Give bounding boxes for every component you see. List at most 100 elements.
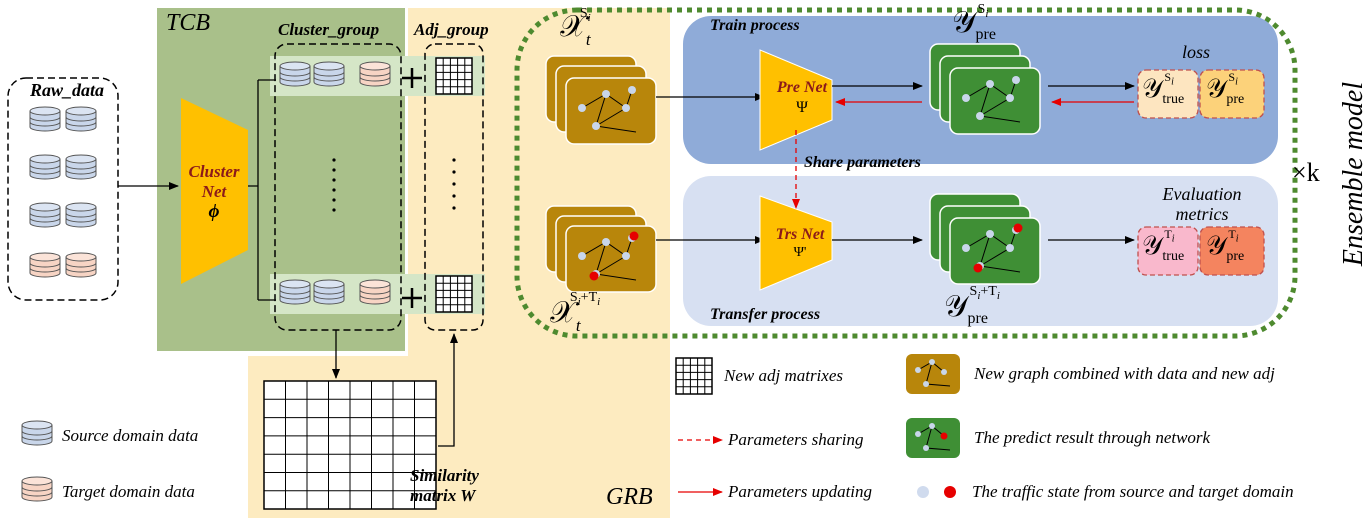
trs-net-symbol: Ψ' (793, 245, 807, 260)
similarity-matrix (263, 380, 437, 510)
source-prediction-stack (929, 43, 1041, 135)
x-source-symbol: 𝒳 (560, 10, 586, 43)
adj-group-title: Adj_group (414, 20, 489, 39)
cluster-group-title: Cluster_group (278, 20, 380, 39)
legend-grid-icon (675, 357, 713, 395)
y-pre-target-sup-ti: i (996, 289, 1000, 302)
source-graph-stack (545, 55, 657, 145)
raw-data-box (7, 77, 119, 301)
x-source-sup: S (579, 6, 588, 21)
cluster-net-label: Cluster Net ϕ (180, 162, 248, 222)
legend-source-text: Source domain data (62, 426, 199, 445)
raw-data-title: Raw_data (30, 80, 105, 100)
pre-net-shape (759, 49, 833, 151)
cluster-net-symbol: ϕ (208, 201, 220, 222)
eval-pre-box (1199, 226, 1265, 276)
y-pre-target-sup: S (969, 284, 978, 299)
ensemble-boundary (514, 7, 1298, 339)
grb-label: GRB (606, 484, 653, 510)
y-pre-target-sub: pre (967, 310, 988, 327)
x-target-sub: t (575, 316, 581, 335)
loss-pre-sup: S (1228, 70, 1236, 84)
y-pre-source-symbol: 𝒴 (952, 6, 976, 39)
transfer-process-label: Transfer process (710, 306, 821, 323)
evaluation-line2: metrics (1175, 204, 1229, 224)
evaluation-label: Evaluation metrics (1146, 184, 1258, 224)
x-target-sup: S (569, 290, 578, 305)
loss-pre-sup-i: i (1235, 76, 1238, 88)
legend-source-node-icon (917, 486, 929, 498)
adj-group-box (424, 43, 484, 331)
legend-source-db-icon (21, 420, 53, 446)
y-pre-source-label: 𝒴pre Si (952, 2, 996, 44)
y-pre-source-sup: S (977, 2, 986, 17)
times-k-label: ×k (1292, 158, 1320, 187)
eval-true-sup: T (1164, 227, 1172, 241)
similarity-line1: Similarity (410, 466, 479, 485)
x-target-sup-t: +T (580, 290, 598, 305)
cluster-net-line1: Cluster (188, 162, 240, 181)
eval-true-symbol: 𝒴 (1142, 231, 1163, 260)
eval-true-box (1137, 226, 1199, 276)
x-target-symbol: 𝒳 (550, 296, 576, 329)
eval-pre-sup-i: i (1235, 233, 1239, 245)
legend-target-db-icon (21, 476, 53, 502)
legend-traffic-text: The traffic state from source and target… (972, 482, 1294, 501)
y-pre-source-sup-i: i (985, 7, 989, 20)
target-graph-stack (545, 205, 657, 293)
similarity-label: Similarity matrix W (410, 466, 479, 506)
x-source-sub: t (585, 30, 591, 49)
cluster-net-shape (181, 98, 248, 284)
legend-prediction-icon (906, 418, 960, 458)
cluster-net-line2: Net (201, 182, 227, 201)
eval-pre-sub: pre (1226, 249, 1245, 265)
y-pre-target-label: 𝒴pre Si+Ti (944, 284, 1000, 328)
trs-net-shape (759, 195, 833, 291)
loss-true-sup: S (1164, 70, 1172, 84)
similarity-line2: matrix W (410, 486, 476, 505)
eval-pre-sup: T (1228, 227, 1236, 241)
loss-true-sup-i: i (1171, 76, 1174, 88)
y-pre-target-sup-t: +T (980, 284, 997, 299)
eval-pre-symbol: 𝒴 (1206, 231, 1227, 260)
pre-net-symbol: Ψ (796, 99, 808, 116)
ensemble-model-label: Ensemble model (1338, 81, 1366, 267)
loss-label: loss (1182, 42, 1211, 62)
eval-true-sub: true (1162, 249, 1185, 265)
y-pre-target-symbol: 𝒴 (944, 290, 968, 323)
target-prediction-stack (929, 193, 1041, 285)
train-process-label: Train process (710, 17, 800, 34)
legend-graph-text: New graph combined with data and new adj (974, 364, 1275, 383)
evaluation-line1: Evaluation (1162, 184, 1242, 204)
x-target-sup-ti: i (597, 295, 601, 308)
legend-updating-text: Parameters updating (728, 482, 873, 501)
eval-pre-math: 𝒴pre Ti (1206, 227, 1245, 265)
y-pre-target-sup-i: i (977, 289, 981, 302)
legend-target-node-icon (944, 486, 956, 498)
legend-predict-text: The predict result through network (974, 428, 1211, 447)
loss-pre-symbol: 𝒴 (1206, 74, 1227, 103)
pre-net-line1: Pre Net (776, 79, 828, 96)
loss-true-math: 𝒴true Si (1142, 70, 1185, 108)
loss-true-box (1137, 69, 1199, 119)
trs-net-line1: Trs Net (775, 226, 825, 243)
loss-true-symbol: 𝒴 (1142, 74, 1163, 103)
legend-graph-icon (906, 354, 960, 394)
cluster-group-box (274, 43, 402, 331)
legend-sharing-text: Parameters sharing (728, 430, 864, 449)
tcb-label: TCB (166, 10, 211, 36)
pre-net-label: Pre Net Ψ (770, 78, 834, 118)
loss-pre-box (1199, 69, 1265, 119)
eval-true-sup-i: i (1171, 233, 1175, 245)
legend-target-text: Target domain data (62, 482, 195, 501)
share-parameters-label: Share parameters (804, 154, 921, 171)
x-target-sup-i: i (577, 295, 581, 308)
loss-true-sub: true (1162, 92, 1185, 108)
trs-net-label: Trs Net Ψ' (768, 226, 832, 262)
eval-true-math: 𝒴true Ti (1142, 227, 1185, 265)
y-pre-source-sub: pre (975, 26, 996, 43)
